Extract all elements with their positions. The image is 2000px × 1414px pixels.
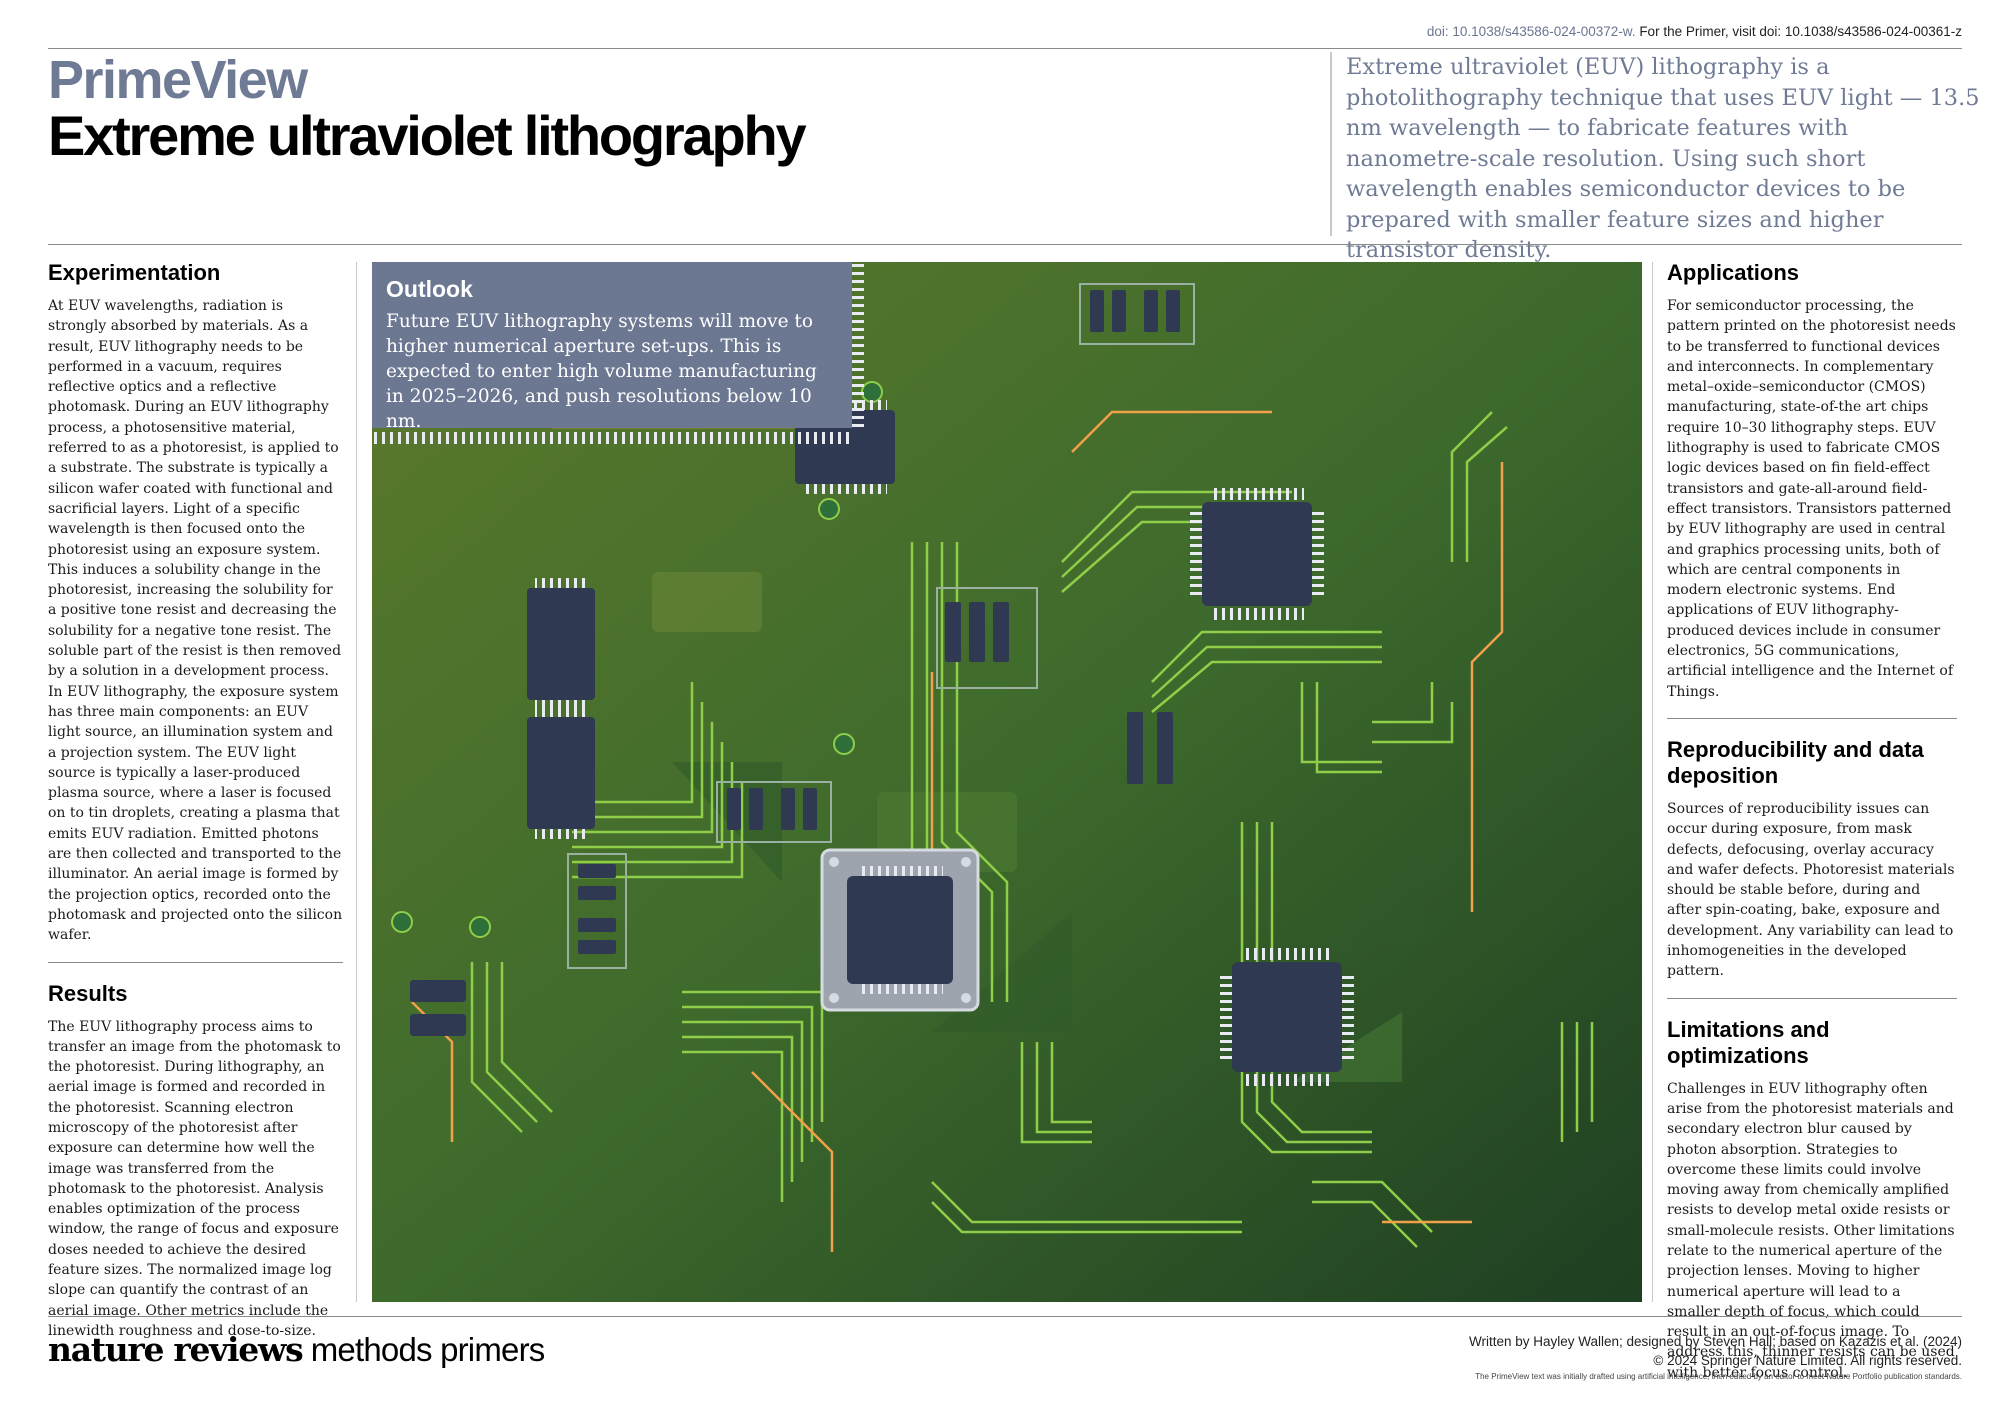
divider bbox=[1667, 717, 1957, 719]
experimentation-text: At EUV wavelengths, radiation is strongl… bbox=[48, 298, 343, 944]
outlook-box: Outlook Future EUV lithography systems w… bbox=[372, 262, 852, 432]
reproducibility-heading: Reproducibility and data deposition bbox=[1667, 736, 1924, 788]
doi-primer: For the Primer, visit doi: 10.1038/s4358… bbox=[1635, 24, 1962, 39]
doi-article: doi: 10.1038/s43586-024-00372-w. bbox=[1426, 24, 1636, 39]
logo-bold: nature reviews bbox=[48, 1330, 304, 1369]
ic-chip-right bbox=[1202, 502, 1312, 606]
circuit-board-illustration: Outlook Future EUV lithography systems w… bbox=[372, 262, 1642, 1302]
left-column: Experimentation At EUV wavelengths, radi… bbox=[48, 260, 343, 1341]
ai-note: The PrimeView text was initially drafted… bbox=[1475, 1372, 1962, 1381]
experimentation-heading: Experimentation bbox=[48, 260, 221, 285]
header-rule bbox=[48, 244, 1962, 245]
logo-light: methods primers bbox=[302, 1331, 546, 1368]
chip-group-top bbox=[1079, 283, 1195, 345]
ic-chip-left-a bbox=[527, 588, 595, 700]
credits: Written by Hayley Wallen; designed by St… bbox=[1469, 1332, 1962, 1384]
right-column: Applications For semiconductor processin… bbox=[1667, 260, 1957, 1383]
column-divider-left bbox=[356, 262, 357, 1302]
ic-chip-left-b bbox=[527, 717, 595, 829]
outlook-heading: Outlook bbox=[386, 276, 473, 302]
page-title: Extreme ultraviolet lithography bbox=[48, 104, 807, 167]
limitations-text: Challenges in EUV lithography often aris… bbox=[1667, 1080, 1955, 1381]
chip-group-mid bbox=[936, 587, 1038, 689]
limitations-heading: Limitations and optimizations bbox=[1667, 1016, 1830, 1068]
footer-rule bbox=[48, 1316, 1962, 1317]
divider bbox=[1667, 997, 1957, 999]
copyright-line: © 2024 Springer Nature Limited. All righ… bbox=[1653, 1353, 1962, 1368]
reproducibility-text: Sources of reproducibility issues can oc… bbox=[1667, 800, 1955, 980]
chip-group-left-stack bbox=[567, 853, 627, 969]
ic-chip-upper bbox=[795, 410, 895, 484]
doi-line: doi: 10.1038/s43586-024-00372-w. For the… bbox=[1427, 24, 1962, 39]
ic-chip-bottom-right bbox=[1232, 962, 1342, 1072]
results-heading: Results bbox=[48, 980, 128, 1006]
applications-heading: Applications bbox=[1667, 260, 1800, 285]
divider bbox=[48, 961, 343, 963]
applications-text: For semiconductor processing, the patter… bbox=[1667, 298, 1956, 700]
lede-paragraph: Extreme ultraviolet (EUV) lithography is… bbox=[1330, 52, 1986, 263]
results-text: The EUV lithography process aims to tran… bbox=[48, 1018, 341, 1339]
column-divider-right bbox=[1652, 262, 1653, 1302]
top-rule bbox=[48, 48, 1962, 49]
brand-title: PrimeView bbox=[48, 50, 308, 110]
credit-line: Written by Hayley Wallen; designed by St… bbox=[1468, 1334, 1962, 1349]
journal-logo: nature reviews methods primers bbox=[48, 1330, 546, 1369]
outlook-text: Future EUV lithography systems will move… bbox=[386, 311, 817, 432]
chip-group-right bbox=[1127, 712, 1173, 784]
ic-chip-main bbox=[820, 848, 980, 1012]
chip-group-bottom-row bbox=[716, 781, 832, 843]
circuit-board-graphic bbox=[372, 262, 1642, 1302]
